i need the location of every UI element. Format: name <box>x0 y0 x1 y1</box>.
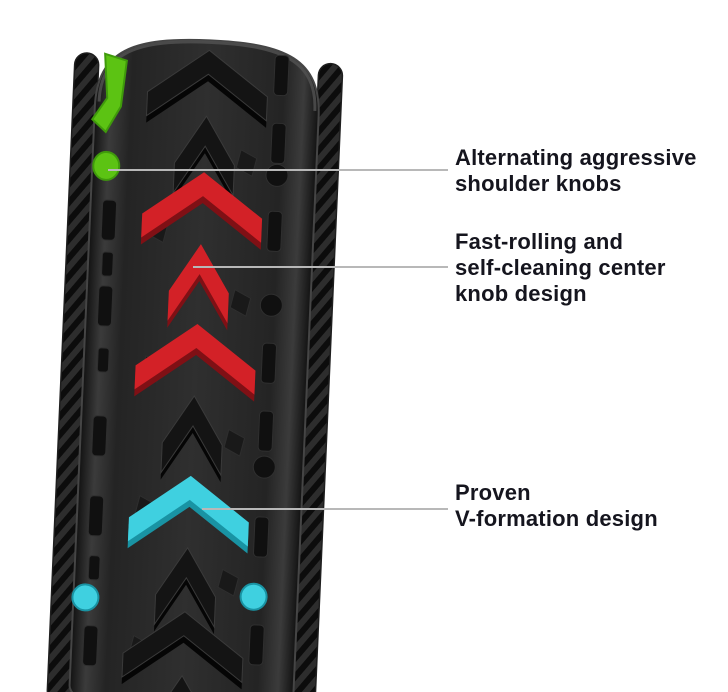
label-v-formation: Proven V-formation design <box>455 480 658 531</box>
shoulder-knob-highlight-green <box>90 52 128 181</box>
green-shoulder-knob <box>90 52 128 134</box>
red-chevron-2 <box>167 244 229 324</box>
tire-illustration <box>46 38 344 692</box>
connector-line-shoulder-knobs <box>108 169 448 171</box>
connector-line-center-knobs <box>193 266 448 268</box>
cyan-shoulder-dot-right <box>239 582 268 611</box>
red-chevron-3 <box>134 324 256 395</box>
shoulder-knobs-left <box>82 199 118 667</box>
green-shoulder-dot <box>92 150 121 181</box>
connector-line-v-formation <box>202 508 448 510</box>
label-shoulder-knobs: Alternating aggressive shoulder knobs <box>455 145 697 196</box>
cyan-shoulder-dot-left <box>71 583 100 612</box>
label-center-knobs: Fast-rolling and self-cleaning center kn… <box>455 229 666 306</box>
cyan-chevron <box>127 475 249 547</box>
v-formation-highlight-cyan <box>127 475 249 554</box>
red-chevron-1 <box>141 172 263 243</box>
